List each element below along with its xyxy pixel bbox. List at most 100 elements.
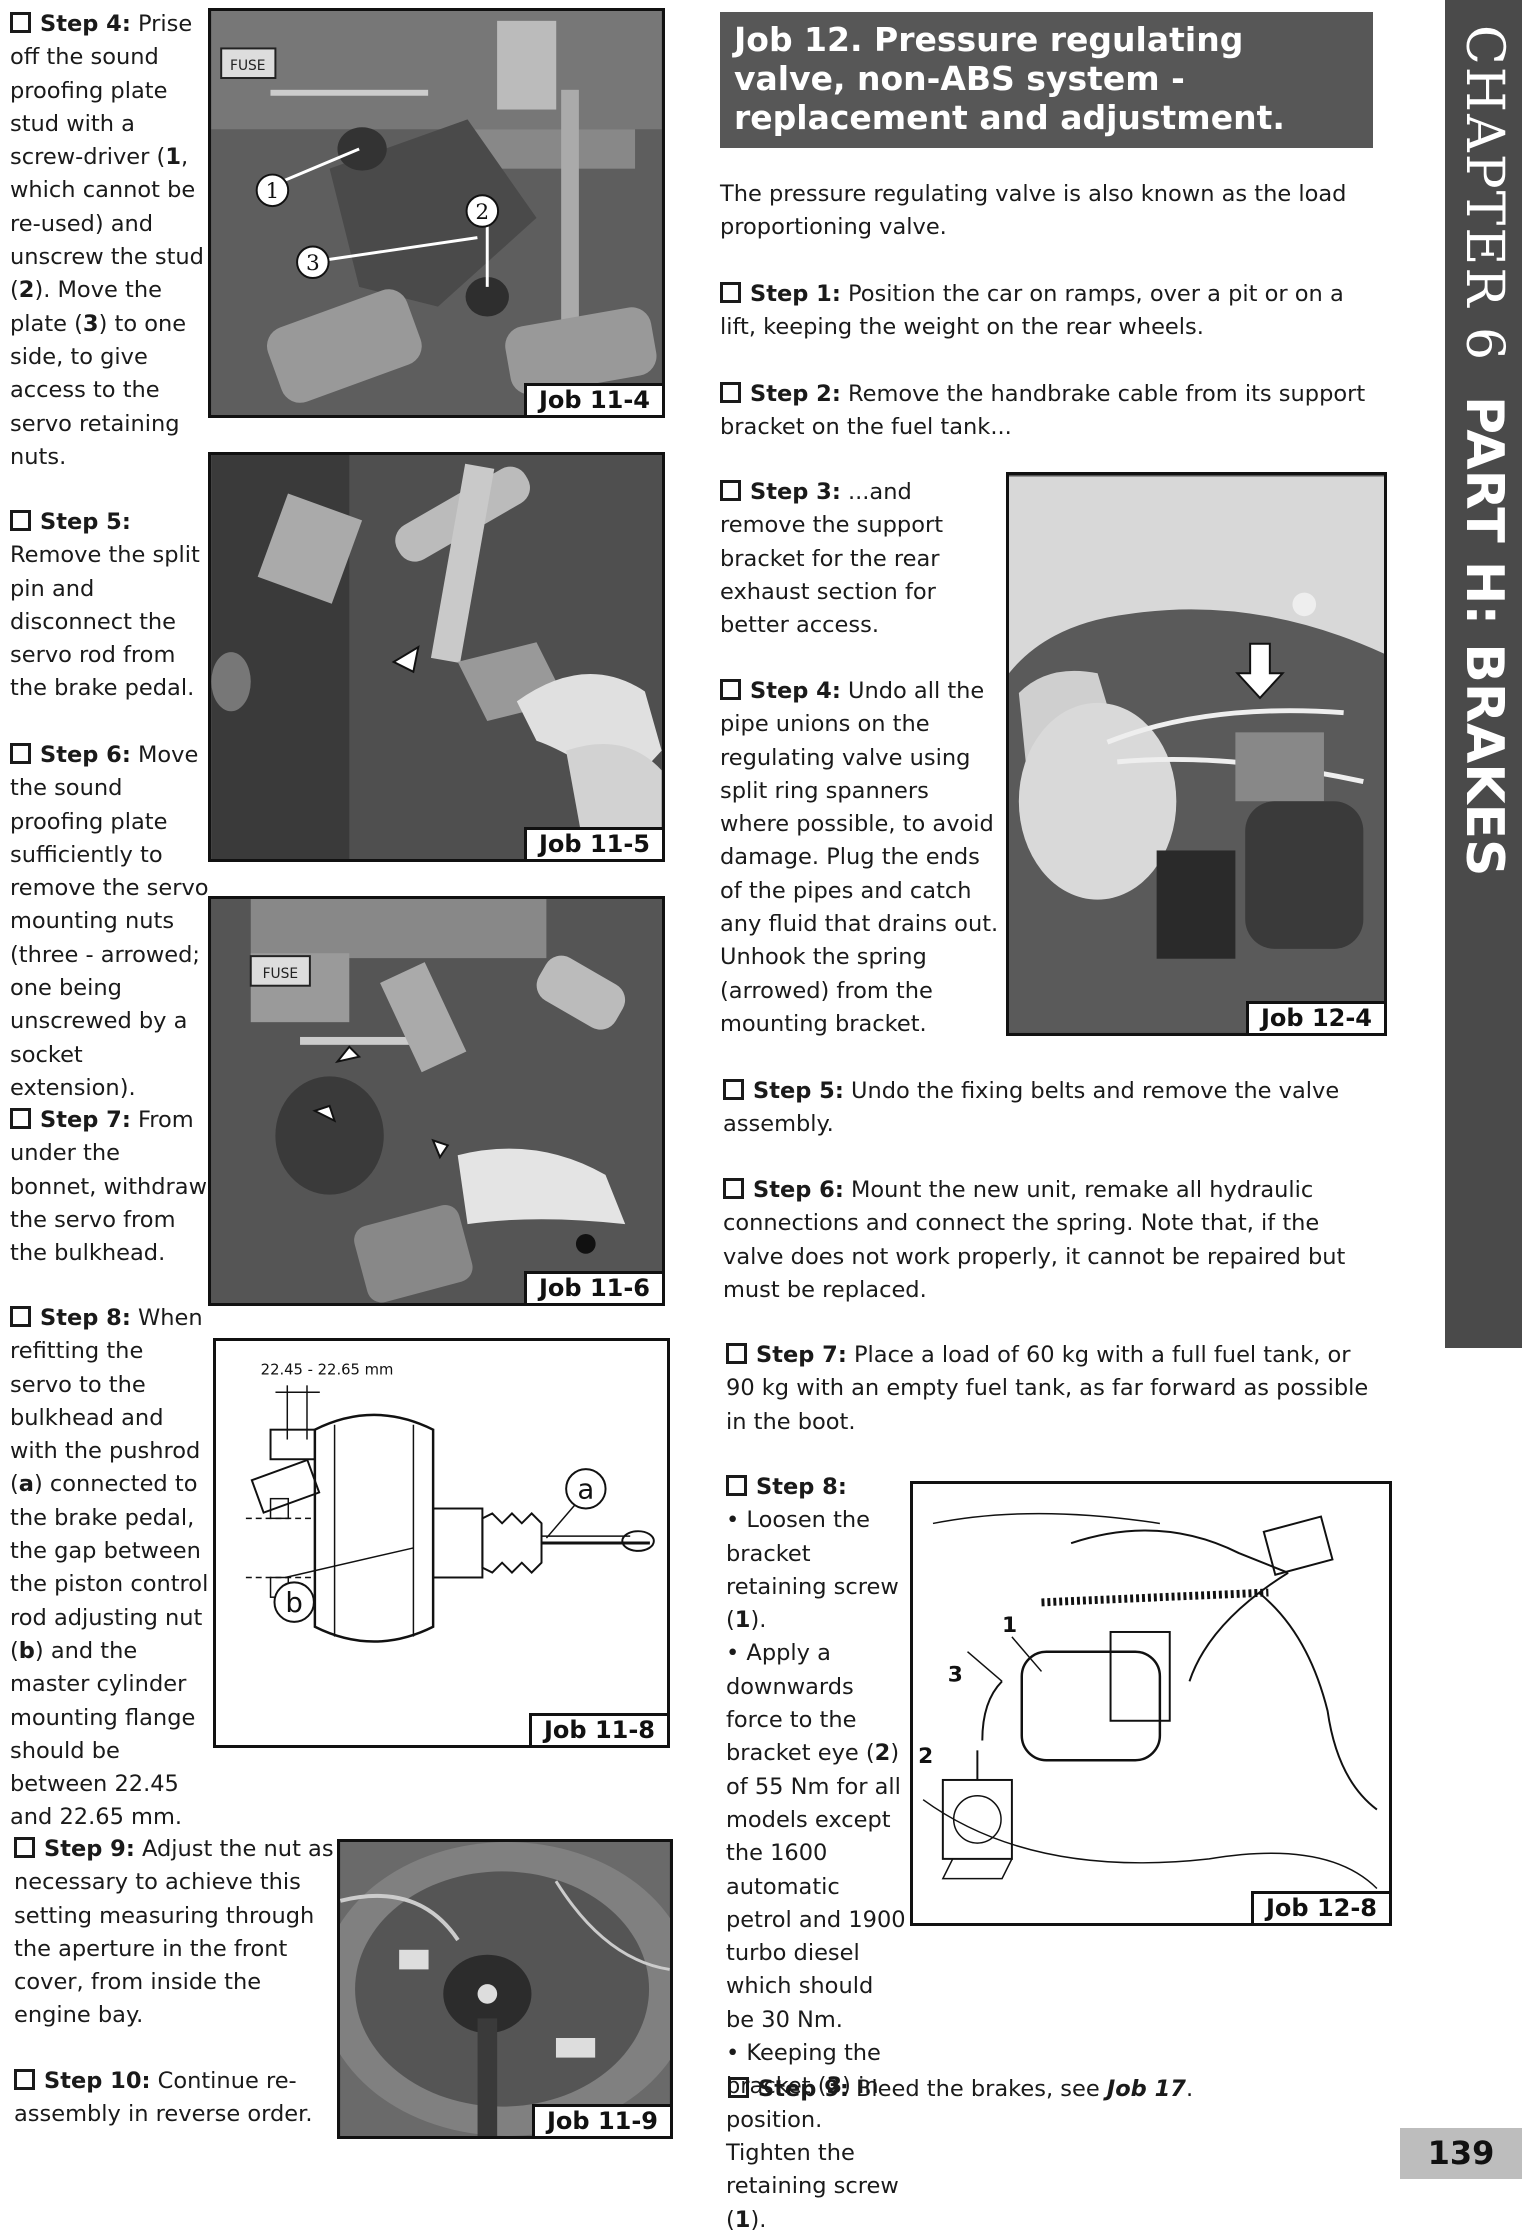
step-text: ) connected to the brake pedal, the gap …: [10, 1471, 209, 1664]
intro-text: The pressure regulating valve is also kn…: [720, 181, 1347, 241]
step-text: When refitting the servo to the bulkhead…: [10, 1305, 203, 1498]
ref-number: 1: [165, 144, 181, 171]
step-label: Step 6:: [723, 1177, 844, 1203]
valve-adjustment-diagram: 1 3 2: [918, 1512, 1378, 1889]
right-step-7: Step 7: Place a load of 60 kg with a ful…: [726, 1339, 1386, 1439]
left-step-10: Step 10: Continue re-assembly in reverse…: [14, 2065, 314, 2132]
figure-job-11-4: FUSE 1 2 3 Job 11-4: [208, 8, 665, 418]
step-text: Mount the new unit, remake all hydraulic…: [723, 1177, 1346, 1303]
step-label: Step 2:: [720, 381, 841, 407]
callout-3: 3: [306, 251, 320, 276]
photo-servo-front: [340, 1842, 670, 2136]
left-step-4: Step 4: Prise off the sound proofing pla…: [10, 8, 205, 474]
step-label: Step 8:: [726, 1474, 847, 1500]
chapter-label: CHAPTER 6: [1454, 25, 1514, 363]
ref-letter: a: [18, 1471, 34, 1498]
figure-job-11-9: Job 11-9: [337, 1839, 673, 2139]
left-step-8: Step 8: When refitting the servo to the …: [10, 1302, 212, 1835]
sidebar-label: CHAPTER 6 PART H: BRAKES: [1454, 25, 1514, 1325]
right-step-2: Step 2: Remove the handbrake cable from …: [720, 378, 1380, 445]
job-reference: Job 17: [1106, 2076, 1186, 2102]
right-step-5: Step 5: Undo the fixing belts and remove…: [723, 1075, 1383, 1142]
label-1: 1: [1002, 1613, 1017, 1638]
job-12-heading: Job 12. Pressure regulating valve, non-A…: [720, 12, 1373, 148]
figure-caption: Job 11-8: [528, 1713, 667, 1745]
step-label: Step 8:: [10, 1305, 131, 1331]
step-label: Step 4:: [720, 678, 841, 704]
right-step-1: Step 1: Position the car on ramps, over …: [720, 278, 1380, 345]
figure-job-12-4: Job 12-4: [1006, 472, 1387, 1036]
figure-job-11-6: FUSE Job 11-6: [208, 896, 665, 1306]
page-number: 139: [1400, 2128, 1522, 2179]
step-text: Remove the handbrake cable from its supp…: [720, 381, 1366, 441]
figure-caption: Job 12-4: [1245, 1001, 1384, 1033]
job-12-intro: The pressure regulating valve is also kn…: [720, 178, 1380, 245]
step-label: Step 7:: [726, 1342, 847, 1368]
servo-diagram: 22.45 - 22.65 mm a b: [245, 1362, 655, 1643]
step-label: Step 3:: [720, 479, 841, 505]
step-label: Step 4:: [10, 11, 131, 37]
step-label: Step 5:: [723, 1078, 844, 1104]
ref-number: 1: [734, 1607, 751, 1634]
figure-caption: Job 11-5: [523, 827, 662, 859]
step-text: .: [1185, 2076, 1194, 2102]
left-step-7: Step 7: From under the bonnet, withdraw …: [10, 1104, 210, 1270]
figure-caption: Job 12-8: [1250, 1891, 1389, 1923]
step-text: Adjust the nut as necessary to achieve t…: [14, 1836, 334, 2029]
right-step-4: Step 4: Undo all the pipe unions on the …: [720, 675, 1002, 1041]
right-step-6: Step 6: Mount the new unit, remake all h…: [723, 1174, 1383, 1307]
figure-job-11-8: 22.45 - 22.65 mm a b Job 11-8: [213, 1338, 670, 1748]
bullet-text: ) of 55 Nm for all models except the 160…: [726, 1740, 906, 2033]
right-step-9: Step 9: Bleed the brakes, see Job 17.: [728, 2073, 1388, 2106]
figure-job-11-5: Job 11-5: [208, 452, 665, 862]
bullet-text: ).: [750, 2206, 767, 2233]
ref-number: 3: [82, 310, 99, 337]
photo-pedal-box: FUSE 1 2 3: [211, 11, 662, 415]
figure-caption: Job 11-4: [523, 383, 662, 415]
step-label: Step 7:: [10, 1107, 131, 1133]
step-text: ...and remove the support bracket for th…: [720, 479, 944, 639]
label-b: b: [285, 1586, 303, 1619]
callout-2: 2: [475, 200, 489, 225]
step-text: , which cannot be re-used) and unscrew t…: [10, 144, 204, 304]
label-a: a: [577, 1473, 594, 1506]
callout-1: 1: [266, 179, 280, 204]
bullet-text: • Loosen the bracket retaining screw (: [726, 1507, 899, 1634]
part-label: PART H: BRAKES: [1454, 396, 1514, 877]
step-text: ) to one side, to give access to the ser…: [10, 310, 187, 470]
step-text: ). Move the plate (: [10, 277, 162, 337]
step-text: Move the sound proofing plate sufficient…: [10, 742, 209, 1101]
chapter-sidebar: [1445, 0, 1522, 1348]
step-text: Prise off the sound proofing plate stud …: [10, 11, 193, 171]
label-2: 2: [918, 1744, 933, 1769]
photo-valve-unions: [1009, 476, 1384, 1032]
fuse-label: FUSE: [230, 58, 265, 74]
step-text: Place a load of 60 kg with a full fuel t…: [726, 1342, 1369, 1435]
step-label: Step 9:: [728, 2076, 849, 2102]
step-text: Undo all the pipe unions on the regulati…: [720, 678, 999, 1037]
step-label: Step 1:: [720, 281, 841, 307]
step-text: Position the car on ramps, over a pit or…: [720, 281, 1344, 341]
step-label: Step 5:: [10, 509, 131, 535]
step-text: ) and the master cylinder mounting flang…: [10, 1637, 196, 1831]
ref-number: 2: [874, 1740, 891, 1767]
figure-caption: Job 11-6: [523, 1271, 662, 1303]
step-text: Continue re-assembly in reverse order.: [14, 2068, 313, 2128]
ref-number: 1: [734, 2206, 751, 2233]
bullet-text: ).: [750, 1607, 767, 1634]
left-step-9: Step 9: Adjust the nut as necessary to a…: [14, 1833, 334, 2033]
step-text: From under the bonnet, withdraw the serv…: [10, 1107, 207, 1267]
step-text: Remove the split pin and disconnect the …: [10, 542, 200, 702]
step-label: Step 10:: [14, 2068, 150, 2094]
photo-servo-nuts: FUSE: [211, 899, 662, 1303]
step-text: Undo the fixing belts and remove the val…: [723, 1078, 1340, 1138]
step-label: Step 9:: [14, 1836, 135, 1862]
step-text: Bleed the brakes, see: [848, 2076, 1107, 2102]
photo-split-pin: [211, 455, 662, 859]
fuse-label: FUSE: [263, 966, 298, 982]
figure-caption: Job 11-9: [531, 2104, 670, 2136]
ref-number: 2: [18, 277, 35, 304]
right-step-8-top: Step 8: • Loosen the bracket retaining s…: [726, 1471, 906, 2237]
label-3: 3: [948, 1662, 963, 1687]
left-step-5: Step 5: Remove the split pin and disconn…: [10, 506, 200, 706]
